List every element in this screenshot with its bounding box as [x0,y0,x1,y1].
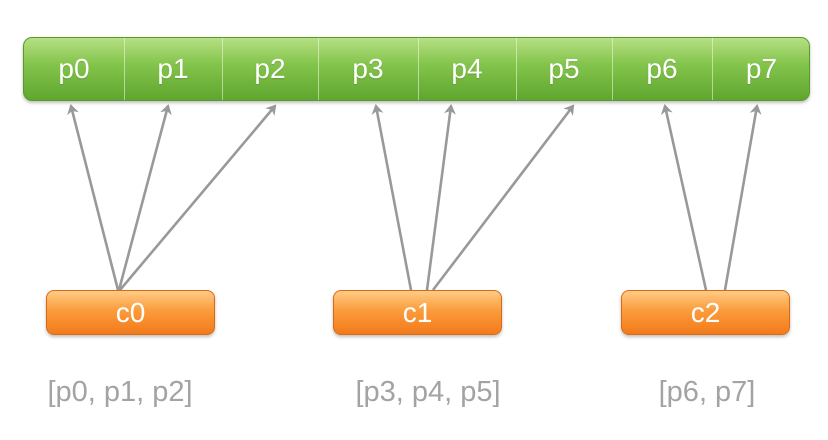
assignment-label-c0: [p0, p1, p2] [47,375,193,408]
arrow-c0-to-p0 [67,104,120,291]
arrow-c2-to-p6 [660,104,708,291]
partition-divider [516,38,517,100]
partition-divider [612,38,613,100]
partition-p2: p2 [254,53,286,84]
partition-divider [418,38,419,100]
arrow-c1-to-p4 [425,104,456,291]
arrow-c0-to-p2 [119,104,277,291]
partition-p3: p3 [352,53,384,84]
partition-p5: p5 [548,53,580,84]
partition-p4: p4 [451,53,483,84]
partition-p7: p7 [745,53,778,84]
partition-p0: p0 [58,53,90,84]
arrow-c2-to-p7 [723,104,762,291]
consumer-c2: c2 [621,290,790,335]
partition-p1: p1 [157,53,189,84]
partition-divider [318,38,319,100]
assignment-label-c1: [p3, p4, p5] [355,375,501,408]
consumer-c0: c0 [46,290,215,335]
arrow-c1-to-p3 [371,104,413,291]
partition-p6: p6 [646,53,678,84]
consumer-c1: c1 [333,290,502,335]
assignment-label-c2: [p6, p7] [658,375,756,408]
partition-divider [222,38,223,100]
arrow-c0-to-p1 [117,104,172,291]
partition-divider [712,38,713,100]
partition-divider [124,38,125,100]
partition-bar: p0 p1 p2 p3 p4 p5 p6 p7 [23,37,810,101]
arrow-c1-to-p5 [431,104,575,291]
